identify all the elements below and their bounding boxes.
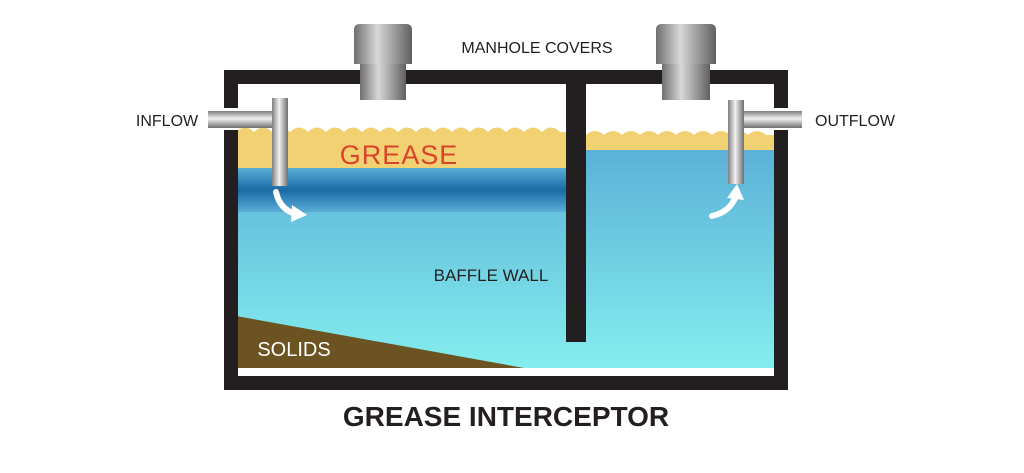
water-dark-band <box>236 168 566 212</box>
manhole-cover-left <box>354 24 412 100</box>
grease-layer-right <box>586 131 774 150</box>
grease-layer-left <box>236 127 566 168</box>
baffle-wall-label: BAFFLE WALL <box>434 266 549 285</box>
outflow-label: OUTFLOW <box>815 113 896 130</box>
manhole-covers-label: MANHOLE COVERS <box>461 40 612 57</box>
grease-label: GREASE <box>340 140 459 170</box>
outflow-arrow-icon <box>709 184 744 219</box>
baffle-wall <box>566 84 586 342</box>
solids-layer <box>236 316 524 368</box>
outflow-pipe-horizontal <box>738 111 802 128</box>
inflow-pipe-horizontal <box>208 111 282 128</box>
solids-label: SOLIDS <box>257 339 330 361</box>
outflow-pipe-vertical <box>728 100 744 184</box>
diagram-title: GREASE INTERCEPTOR <box>343 401 669 432</box>
inflow-label: INFLOW <box>136 113 199 130</box>
inflow-pipe-vertical <box>272 98 288 186</box>
inflow-arrow-icon <box>273 189 307 222</box>
manhole-cover-right <box>656 24 716 100</box>
